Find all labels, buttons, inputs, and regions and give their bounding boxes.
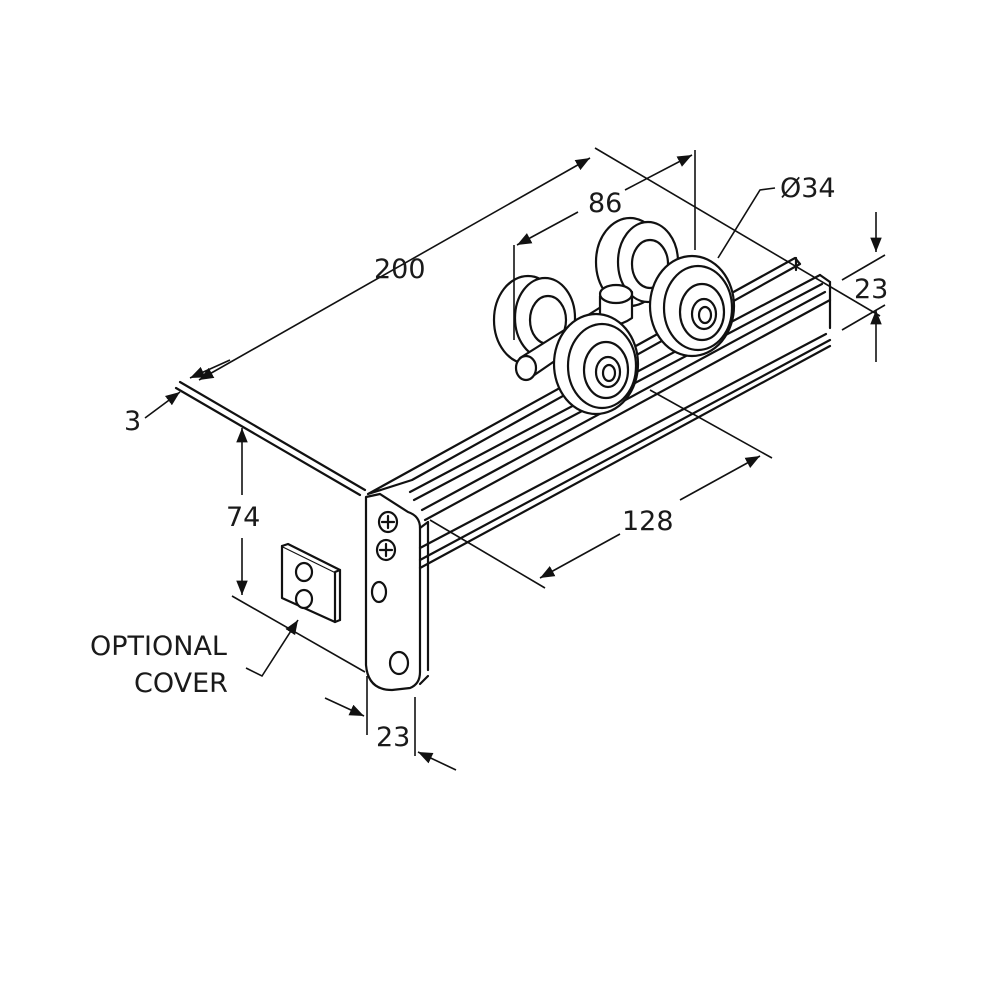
mounting-hole-icon [370, 580, 410, 676]
dim-label-wheel-spacing: 86 [588, 188, 622, 219]
roller-front-right [648, 254, 736, 358]
dim-label-overall-length: 200 [374, 254, 426, 285]
roller-front-left [552, 312, 640, 416]
dim-label-wheel-diameter: Ø34 [780, 173, 836, 204]
dim-line-200 [198, 157, 591, 381]
dim-label-track-height: 23 [854, 274, 888, 305]
dim-label-bracket-height: 74 [226, 502, 260, 533]
screw-icon [375, 510, 399, 562]
extension-line [594, 147, 881, 317]
dim-label-track-length: 128 [622, 506, 674, 537]
dim-label-bracket-width: 23 [376, 722, 410, 753]
dim-label-plate-thickness: 3 [124, 406, 141, 437]
optional-cover [280, 542, 342, 624]
callout-cover-line1: OPTIONAL [90, 631, 227, 662]
callout-cover-line2: COVER [134, 668, 228, 699]
top-plate-edge [174, 380, 367, 497]
